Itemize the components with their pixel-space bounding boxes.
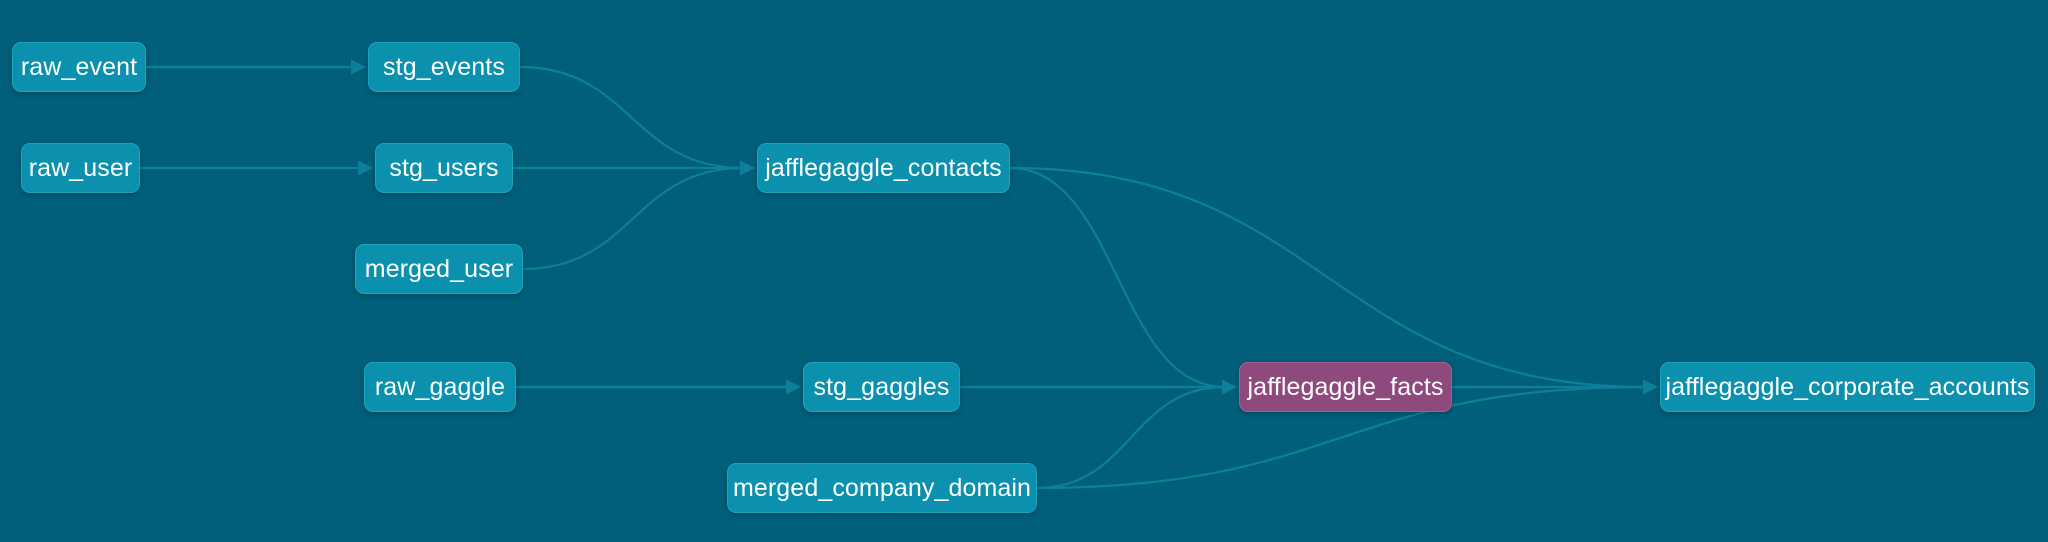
graph-node-raw_event[interactable]: raw_event <box>12 42 146 92</box>
graph-node-label: stg_gaggles <box>813 372 950 401</box>
graph-node-jafflegaggle_facts[interactable]: jafflegaggle_facts <box>1239 362 1452 412</box>
graph-edge-arrowhead-jafflegaggle_corporate_accounts <box>1643 379 1658 395</box>
graph-edge-merged_company_domain-to-jafflegaggle_facts <box>1035 385 1227 490</box>
graph-edge-arrowhead-jafflegaggle_contacts <box>740 160 755 176</box>
graph-node-label: stg_users <box>389 153 499 182</box>
graph-node-jafflegaggle_contacts[interactable]: jafflegaggle_contacts <box>757 143 1010 193</box>
graph-node-label: jafflegaggle_corporate_accounts <box>1665 372 2030 401</box>
graph-node-label: raw_gaggle <box>374 372 506 401</box>
graph-node-label: merged_user <box>364 254 514 283</box>
graph-edge-jafflegaggle_contacts-to-jafflegaggle_facts <box>1008 166 1227 389</box>
graph-node-merged_company_domain[interactable]: merged_company_domain <box>727 463 1037 513</box>
graph-edge-stg_events-to-jafflegaggle_contacts <box>518 65 745 170</box>
graph-node-label: raw_event <box>20 52 138 81</box>
graph-node-merged_user[interactable]: merged_user <box>355 244 523 294</box>
graph-node-label: jafflegaggle_contacts <box>765 153 1002 182</box>
graph-node-stg_gaggles[interactable]: stg_gaggles <box>803 362 960 412</box>
graph-node-raw_gaggle[interactable]: raw_gaggle <box>364 362 516 412</box>
graph-edge-arrowhead-stg_users <box>358 160 373 176</box>
graph-node-label: jafflegaggle_facts <box>1247 372 1444 401</box>
graph-node-jafflegaggle_corporate_accounts[interactable]: jafflegaggle_corporate_accounts <box>1660 362 2035 412</box>
graph-edge-arrowhead-stg_gaggles <box>786 379 801 395</box>
graph-edge-jafflegaggle_contacts-to-jafflegaggle_corporate_accounts <box>1008 166 1648 389</box>
graph-edge-arrowhead-jafflegaggle_facts <box>1222 379 1237 395</box>
graph-node-stg_events[interactable]: stg_events <box>368 42 520 92</box>
graph-edge-merged_user-to-jafflegaggle_contacts <box>521 166 745 271</box>
graph-node-label: merged_company_domain <box>732 473 1032 502</box>
graph-node-label: stg_events <box>383 52 505 81</box>
graph-edge-merged_company_domain-to-jafflegaggle_corporate_accounts <box>1035 385 1648 490</box>
graph-node-label: raw_user <box>28 153 133 182</box>
graph-node-raw_user[interactable]: raw_user <box>21 143 140 193</box>
graph-edge-arrowhead-stg_events <box>351 59 366 75</box>
graph-node-stg_users[interactable]: stg_users <box>375 143 513 193</box>
